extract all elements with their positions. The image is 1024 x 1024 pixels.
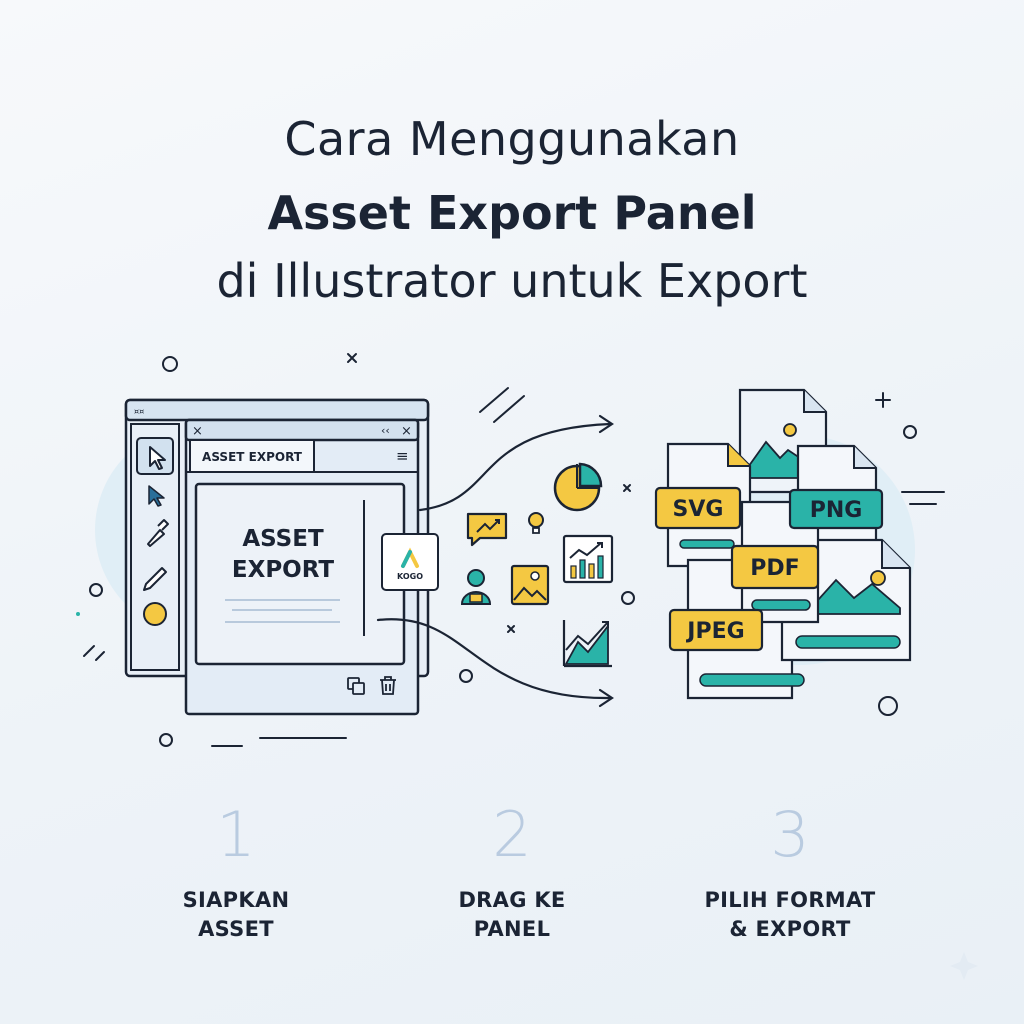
step-2-number: 2 <box>492 798 532 871</box>
format-label-pdf: PDF <box>750 556 799 581</box>
panel-close-right-icon[interactable]: × <box>401 424 412 439</box>
step-1-label: SIAPKAN ASSET <box>182 888 290 941</box>
placeholder-lines <box>225 599 340 623</box>
bar-chart-icon <box>562 534 614 584</box>
person-icon <box>460 569 492 605</box>
flow-arrows <box>376 414 614 708</box>
title-line-1: Cara Menggunakan <box>284 112 740 166</box>
asset-heading-line-1: ASSET <box>242 526 324 552</box>
pen-tool-icon[interactable] <box>147 519 169 547</box>
svg-text:¤¤: ¤¤ <box>134 407 144 416</box>
pie-chart-icon <box>553 462 603 512</box>
format-badge-pdf[interactable]: PDF <box>730 544 820 590</box>
step-1-number: 1 <box>216 798 256 871</box>
image-icon <box>510 564 550 606</box>
panel-collapse-icon[interactable]: ‹‹ <box>381 424 390 437</box>
tab-asset-export-label: ASSET EXPORT <box>202 450 303 464</box>
trash-icon[interactable] <box>380 676 396 695</box>
step-3-number: 3 <box>770 798 810 871</box>
title-line-2: Asset Export Panel <box>267 186 757 240</box>
panel-close-icon[interactable]: × <box>192 424 203 439</box>
dot-decoration <box>76 612 80 616</box>
step-1: 1 SIAPKAN ASSET <box>116 804 356 944</box>
panel-menu-icon[interactable]: ≡ <box>396 447 409 465</box>
step-2: 2 DRAG KE PANEL <box>392 804 632 944</box>
sparkle-icon <box>950 952 978 980</box>
dragged-logo-asset[interactable]: KOGO <box>381 533 439 591</box>
format-label-svg: SVG <box>673 497 724 522</box>
asset-heading-line-2: EXPORT <box>232 557 335 583</box>
step-3-label: PILIH FORMAT & EXPORT <box>704 888 876 941</box>
tab-asset-export[interactable] <box>189 439 315 473</box>
tools-panel <box>130 423 180 671</box>
format-label-png: PNG <box>810 498 863 523</box>
asset-export-panel: × ‹‹ × ASSET EXPORT ≡ ASSET EXPORT <box>184 418 420 716</box>
pencil-icon[interactable] <box>143 567 167 591</box>
color-swatch-icon[interactable] <box>143 602 167 626</box>
logo-text: KOGO <box>397 572 423 581</box>
step-3: 3 PILIH FORMAT & EXPORT <box>670 804 910 944</box>
format-badge-png[interactable]: PNG <box>788 488 884 530</box>
decorations <box>83 353 945 747</box>
format-badge-jpeg[interactable]: JPEG <box>668 608 764 652</box>
lightbulb-icon <box>528 512 544 534</box>
format-label-jpeg: JPEG <box>685 619 744 644</box>
line-chart-icon <box>562 620 612 668</box>
format-badge-svg[interactable]: SVG <box>654 486 742 530</box>
selection-arrow-icon <box>149 446 166 470</box>
trend-chat-icon <box>466 512 508 547</box>
title-line-3: di Illustrator untuk Export <box>216 254 808 308</box>
direct-selection-icon[interactable] <box>148 485 165 507</box>
duplicate-icon[interactable] <box>347 677 365 695</box>
step-2-label: DRAG KE PANEL <box>458 888 566 941</box>
